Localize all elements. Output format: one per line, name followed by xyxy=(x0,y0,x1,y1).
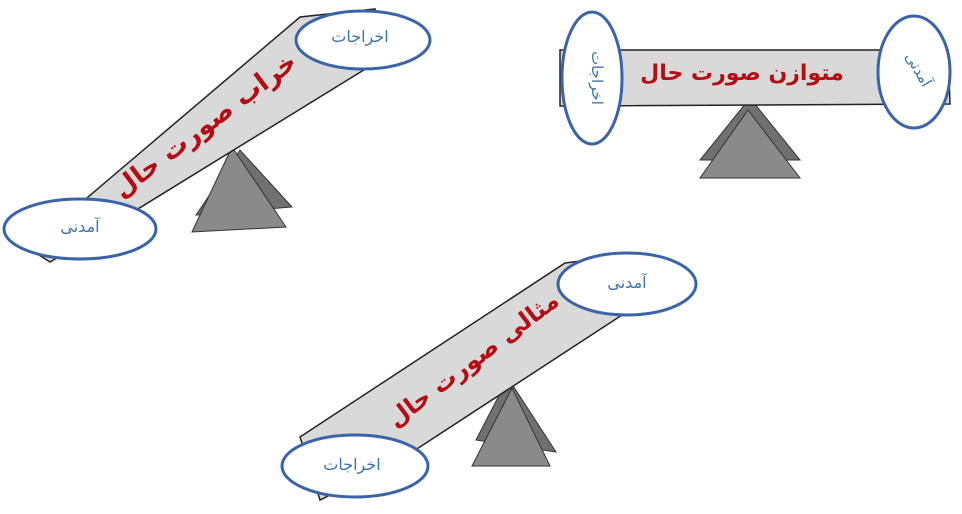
fulcrum-bad xyxy=(191,145,294,233)
fulcrum-balanced-front xyxy=(699,109,802,179)
seesaw-balanced: متوازن صورت حال اخراجات آمدنی xyxy=(559,10,952,179)
plank-balanced xyxy=(559,49,951,107)
seesaw-title-balanced: متوازن صورت حال xyxy=(640,61,844,86)
end-label-balanced-left: اخراجات xyxy=(588,51,606,105)
end-label-bad-high: اخراجات xyxy=(331,27,388,47)
end-ellipse-ideal-low: اخراجات xyxy=(280,433,430,499)
end-ellipse-bad-low: آمدنی xyxy=(2,197,158,261)
end-ellipse-balanced-left: اخراجات xyxy=(560,10,624,146)
seesaw-bad: خراب صورت حال اخراجات آمدنی xyxy=(2,8,432,263)
end-label-bad-low: آمدنی xyxy=(60,217,101,236)
end-ellipse-ideal-high: آمدنی xyxy=(556,251,698,317)
end-ellipse-balanced-right: آمدنی xyxy=(876,14,952,130)
end-label-ideal-high: آمدنی xyxy=(607,273,648,292)
end-ellipse-bad-high: اخراجات xyxy=(294,9,432,71)
end-label-ideal-low: اخراجات xyxy=(323,455,380,475)
fulcrum-balanced xyxy=(698,97,802,179)
fulcrum-ideal xyxy=(471,377,558,467)
fulcrum-ideal-front xyxy=(471,386,551,467)
seesaw-ideal: مثالی صورت حال آمدنی اخراجات xyxy=(280,251,698,502)
fulcrum-bad-front xyxy=(191,145,287,233)
